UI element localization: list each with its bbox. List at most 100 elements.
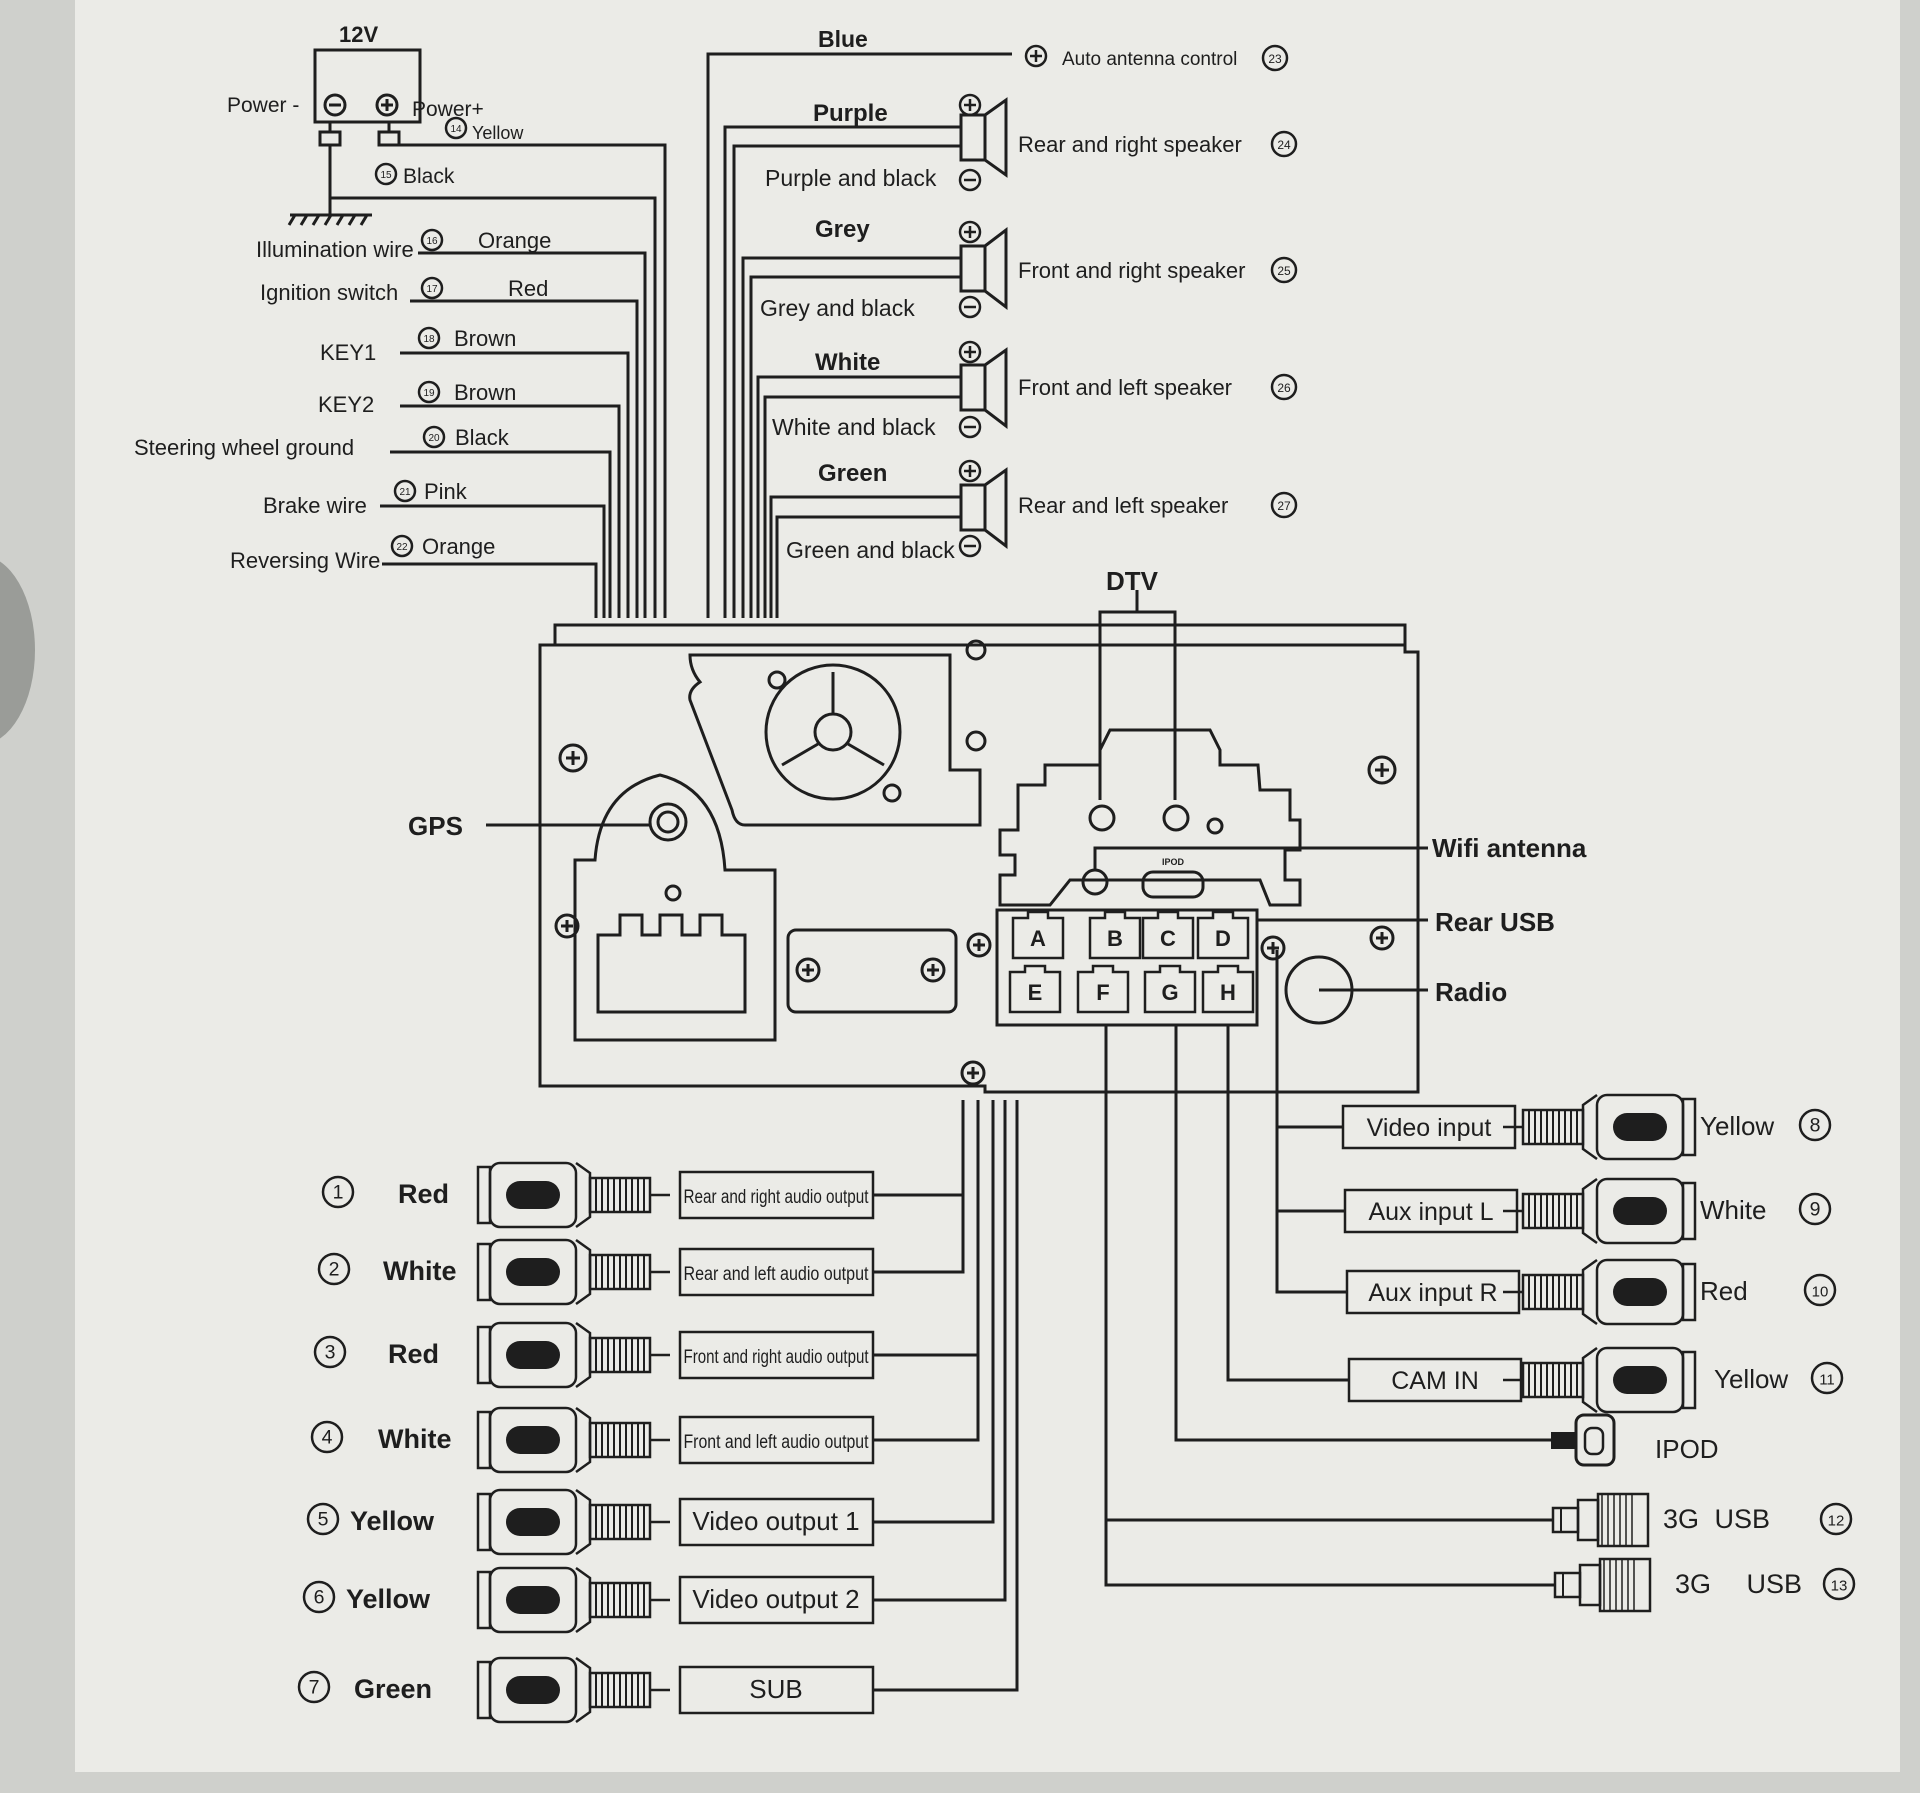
jack-port-c: C <box>1141 910 1195 960</box>
number-badge: 22 <box>390 534 414 558</box>
cable-color-label: Yellow <box>346 1584 431 1614</box>
number-badge-text: 16 <box>426 236 438 247</box>
output-cable: 6 Yellow Video output 2 <box>302 1566 875 1634</box>
number-badge-text: 9 <box>1810 1198 1821 1220</box>
wire-green-black <box>775 515 960 618</box>
cable-color-label: Yellow <box>1714 1364 1788 1394</box>
rca-plug-icon <box>1503 1346 1697 1414</box>
number-badge-text: 11 <box>1819 1371 1835 1388</box>
number-badge: 20 <box>422 425 446 449</box>
number-badge-text: 5 <box>318 1508 329 1530</box>
output-label-box <box>678 1415 875 1465</box>
number-badge-text: 8 <box>1810 1114 1821 1136</box>
wire-aux-r <box>1275 1211 1347 1294</box>
rca-plug-icon <box>476 1488 670 1556</box>
wire-yellow <box>389 143 667 618</box>
wire-black-ground <box>330 196 657 618</box>
number-badge-text: 12 <box>1828 1512 1845 1529</box>
wire-color-label: Orange <box>478 228 551 253</box>
black-wire-label: Black <box>403 165 455 188</box>
wire-color-label: Pink <box>424 479 468 504</box>
wire-color-label: Brown <box>454 380 516 405</box>
jack-port-h: H <box>1201 964 1255 1014</box>
paper-sheet <box>75 0 1900 1772</box>
jack-port-label: H <box>1220 980 1236 1005</box>
output-bus <box>873 1100 995 1524</box>
wire-ipod <box>1174 1025 1551 1442</box>
minus-sign-icon <box>958 295 982 319</box>
power-minus-label: Power - <box>227 94 299 117</box>
wire-key1 <box>400 351 630 618</box>
cable-color-label: Red <box>1700 1276 1748 1306</box>
dtv-lead-2 <box>1137 610 1177 800</box>
wire-function-label: Steering wheel ground <box>134 435 354 460</box>
number-badge: 6 <box>302 1580 336 1614</box>
background-object <box>0 561 35 739</box>
wire-grey-black <box>749 275 960 618</box>
wire-white <box>756 375 960 618</box>
jack-port-b: B <box>1088 910 1142 960</box>
speaker-label: Rear and left speaker <box>1018 493 1228 518</box>
output-label-box <box>678 1330 875 1380</box>
jack-port-d: D <box>1196 910 1250 960</box>
minus-sign-icon <box>958 168 982 192</box>
speaker-minus-wire: Green and black <box>786 537 955 563</box>
minus-sign-icon <box>958 534 982 558</box>
jack-port-label: E <box>1028 980 1043 1005</box>
number-badge-text: 3 <box>325 1341 336 1363</box>
number-badge: 7 <box>297 1670 331 1704</box>
input-label: Aux input L <box>1368 1198 1493 1226</box>
number-badge: 11 <box>1810 1361 1844 1395</box>
minus-sign-icon <box>958 415 982 439</box>
plus-sign-icon <box>1024 44 1048 68</box>
ipod-port-label: IPOD <box>1162 857 1185 867</box>
number-badge-text: 27 <box>1277 499 1291 513</box>
number-badge: 25 <box>1270 256 1298 284</box>
number-badge-text: 6 <box>314 1586 325 1608</box>
cable-color-label: Red <box>398 1179 449 1209</box>
power-plus-label: Power+ <box>412 98 484 121</box>
rca-plug-icon <box>476 1161 670 1229</box>
plus-sign-icon <box>958 340 982 364</box>
battery-voltage: 12V <box>339 22 378 47</box>
output-label: Video output 2 <box>692 1584 859 1614</box>
usb-label: 3G USB <box>1663 1504 1770 1534</box>
wire-white-black <box>763 395 960 618</box>
speaker-label: Rear and right speaker <box>1018 132 1242 157</box>
ipod-label: IPOD <box>1655 1434 1719 1464</box>
speaker-plus-wire: White <box>815 349 880 376</box>
wire-reversing <box>382 562 598 618</box>
number-badge: 19 <box>417 380 441 404</box>
output-label-box <box>678 1497 875 1547</box>
wire-function-label: Illumination wire <box>256 237 414 262</box>
jack-port-label: D <box>1215 926 1231 951</box>
plus-sign-icon <box>958 220 982 244</box>
speaker-label: Front and right speaker <box>1018 258 1245 283</box>
wire-function-label: Ignition switch <box>260 280 398 305</box>
rca-plug-icon <box>1503 1177 1697 1245</box>
number-badge-text: 15 <box>380 170 392 181</box>
cable-color-label: Yellow <box>350 1506 435 1536</box>
cable-color-label: Green <box>354 1674 432 1704</box>
number-badge-text: 14 <box>450 124 462 135</box>
number-badge-text: 2 <box>329 1258 340 1280</box>
number-badge-text: 21 <box>399 487 411 498</box>
antenna-label: Auto antenna control <box>1062 49 1237 70</box>
fan-icon <box>764 663 902 801</box>
plus-sign-icon <box>958 93 982 117</box>
wire-grey <box>741 256 960 618</box>
number-badge: 5 <box>306 1502 340 1536</box>
usb-plug-icon: 3G USB 12 <box>1551 1492 1853 1548</box>
number-badge-text: 18 <box>423 334 435 345</box>
cable-color-label: Yellow <box>1700 1111 1774 1141</box>
output-label: Front and left audio output <box>684 1432 870 1453</box>
